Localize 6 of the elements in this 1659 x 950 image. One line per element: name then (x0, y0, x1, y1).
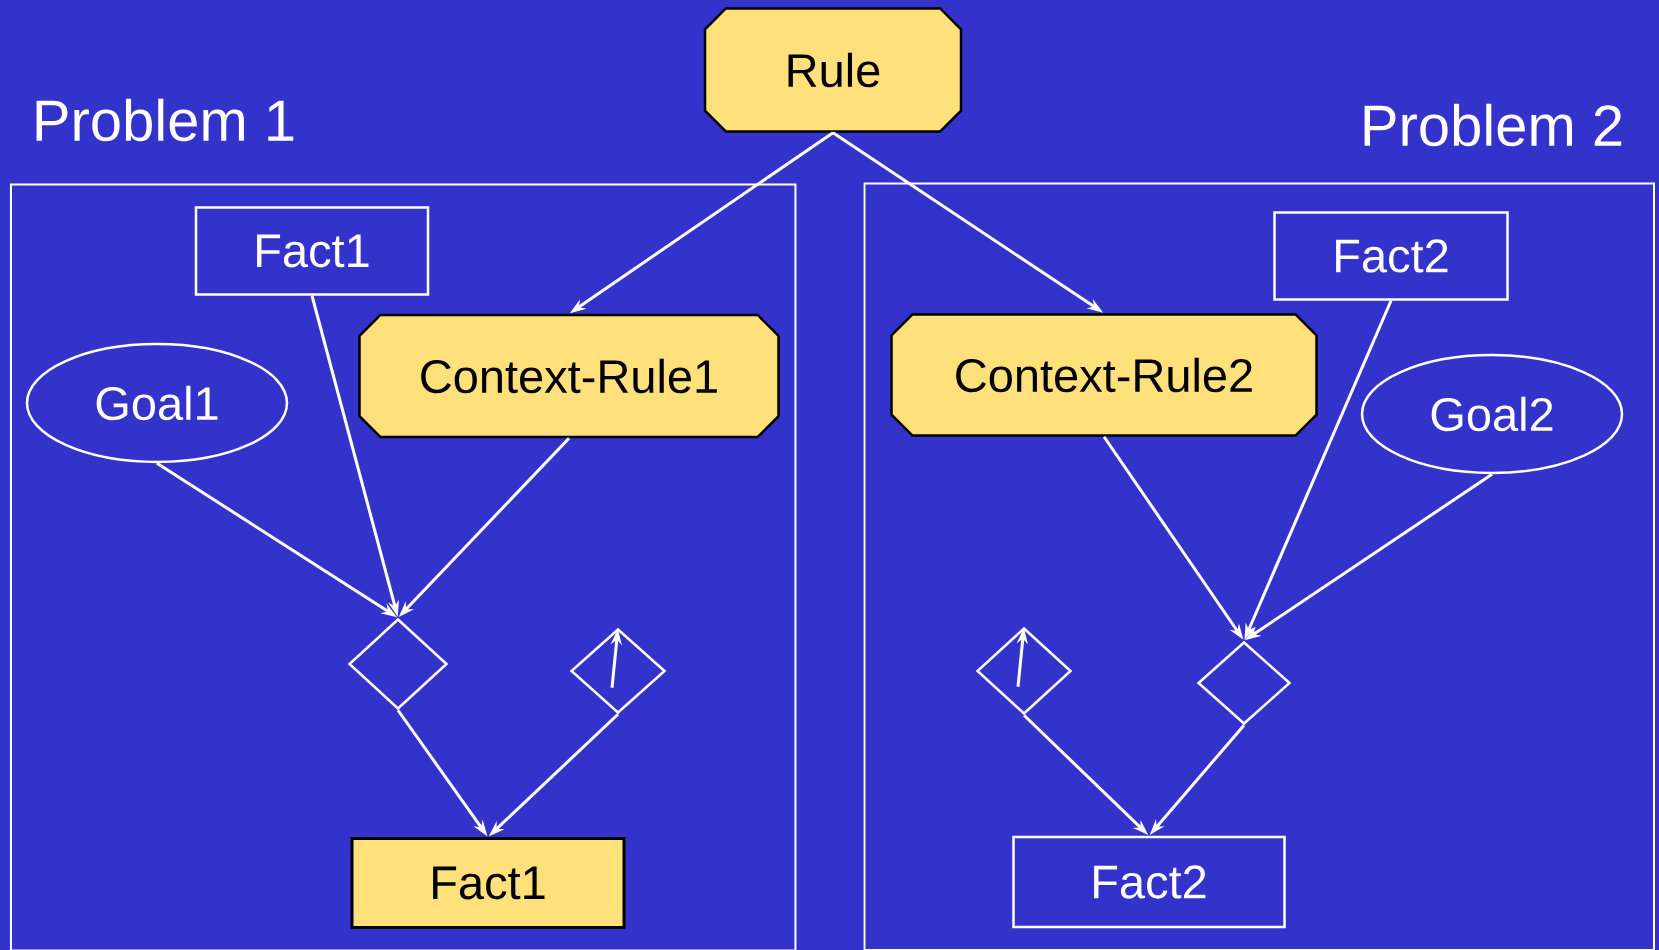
fact-box: Fact2 (1012, 835, 1286, 929)
fact-box: Fact1 (194, 206, 430, 296)
node-label: Problem 2 (1364, 103, 1622, 147)
fact-box: Fact1 (350, 837, 626, 929)
fact-box: Fact2 (1273, 211, 1509, 301)
node-label: Problem 1 (36, 98, 294, 142)
